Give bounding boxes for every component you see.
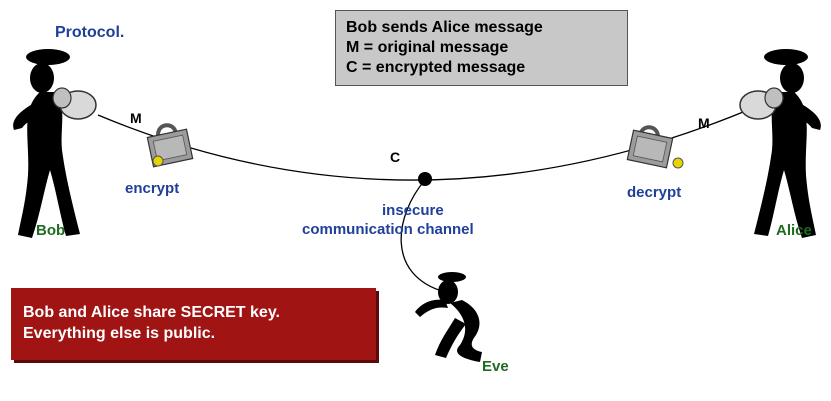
secret-line-1: Bob and Alice share SECRET key. xyxy=(23,304,280,321)
info-line-3: C = encrypted message xyxy=(346,59,526,76)
label-encrypt: encrypt xyxy=(125,180,180,197)
eve-tap-line xyxy=(400,179,446,293)
secret-line-2: Everything else is public. xyxy=(23,325,216,342)
bob-figure xyxy=(13,49,97,238)
label-decrypt: decrypt xyxy=(627,184,682,201)
label-m-right: M xyxy=(698,115,710,131)
alice-figure xyxy=(739,49,821,238)
label-alice: Alice xyxy=(776,222,812,239)
label-m-left: M xyxy=(130,110,142,126)
label-c: C xyxy=(390,149,401,165)
eve-figure xyxy=(415,272,482,362)
diagram-title: Protocol. xyxy=(55,24,125,41)
label-bob: Bob xyxy=(36,222,66,239)
secret-key-box: Bob and Alice share SECRET key. Everythi… xyxy=(11,288,376,360)
info-box: Bob sends Alice message M = original mes… xyxy=(335,10,628,86)
label-eve: Eve xyxy=(482,358,509,375)
label-channel-line-1: insecure xyxy=(382,202,444,219)
tap-point xyxy=(418,172,432,186)
decrypt-lock-icon xyxy=(626,125,684,169)
encrypt-lock-icon xyxy=(146,123,194,168)
info-line-2: M = original message xyxy=(346,39,509,56)
label-channel-line-2: communication channel xyxy=(302,221,474,238)
info-line-1: Bob sends Alice message xyxy=(346,19,543,36)
